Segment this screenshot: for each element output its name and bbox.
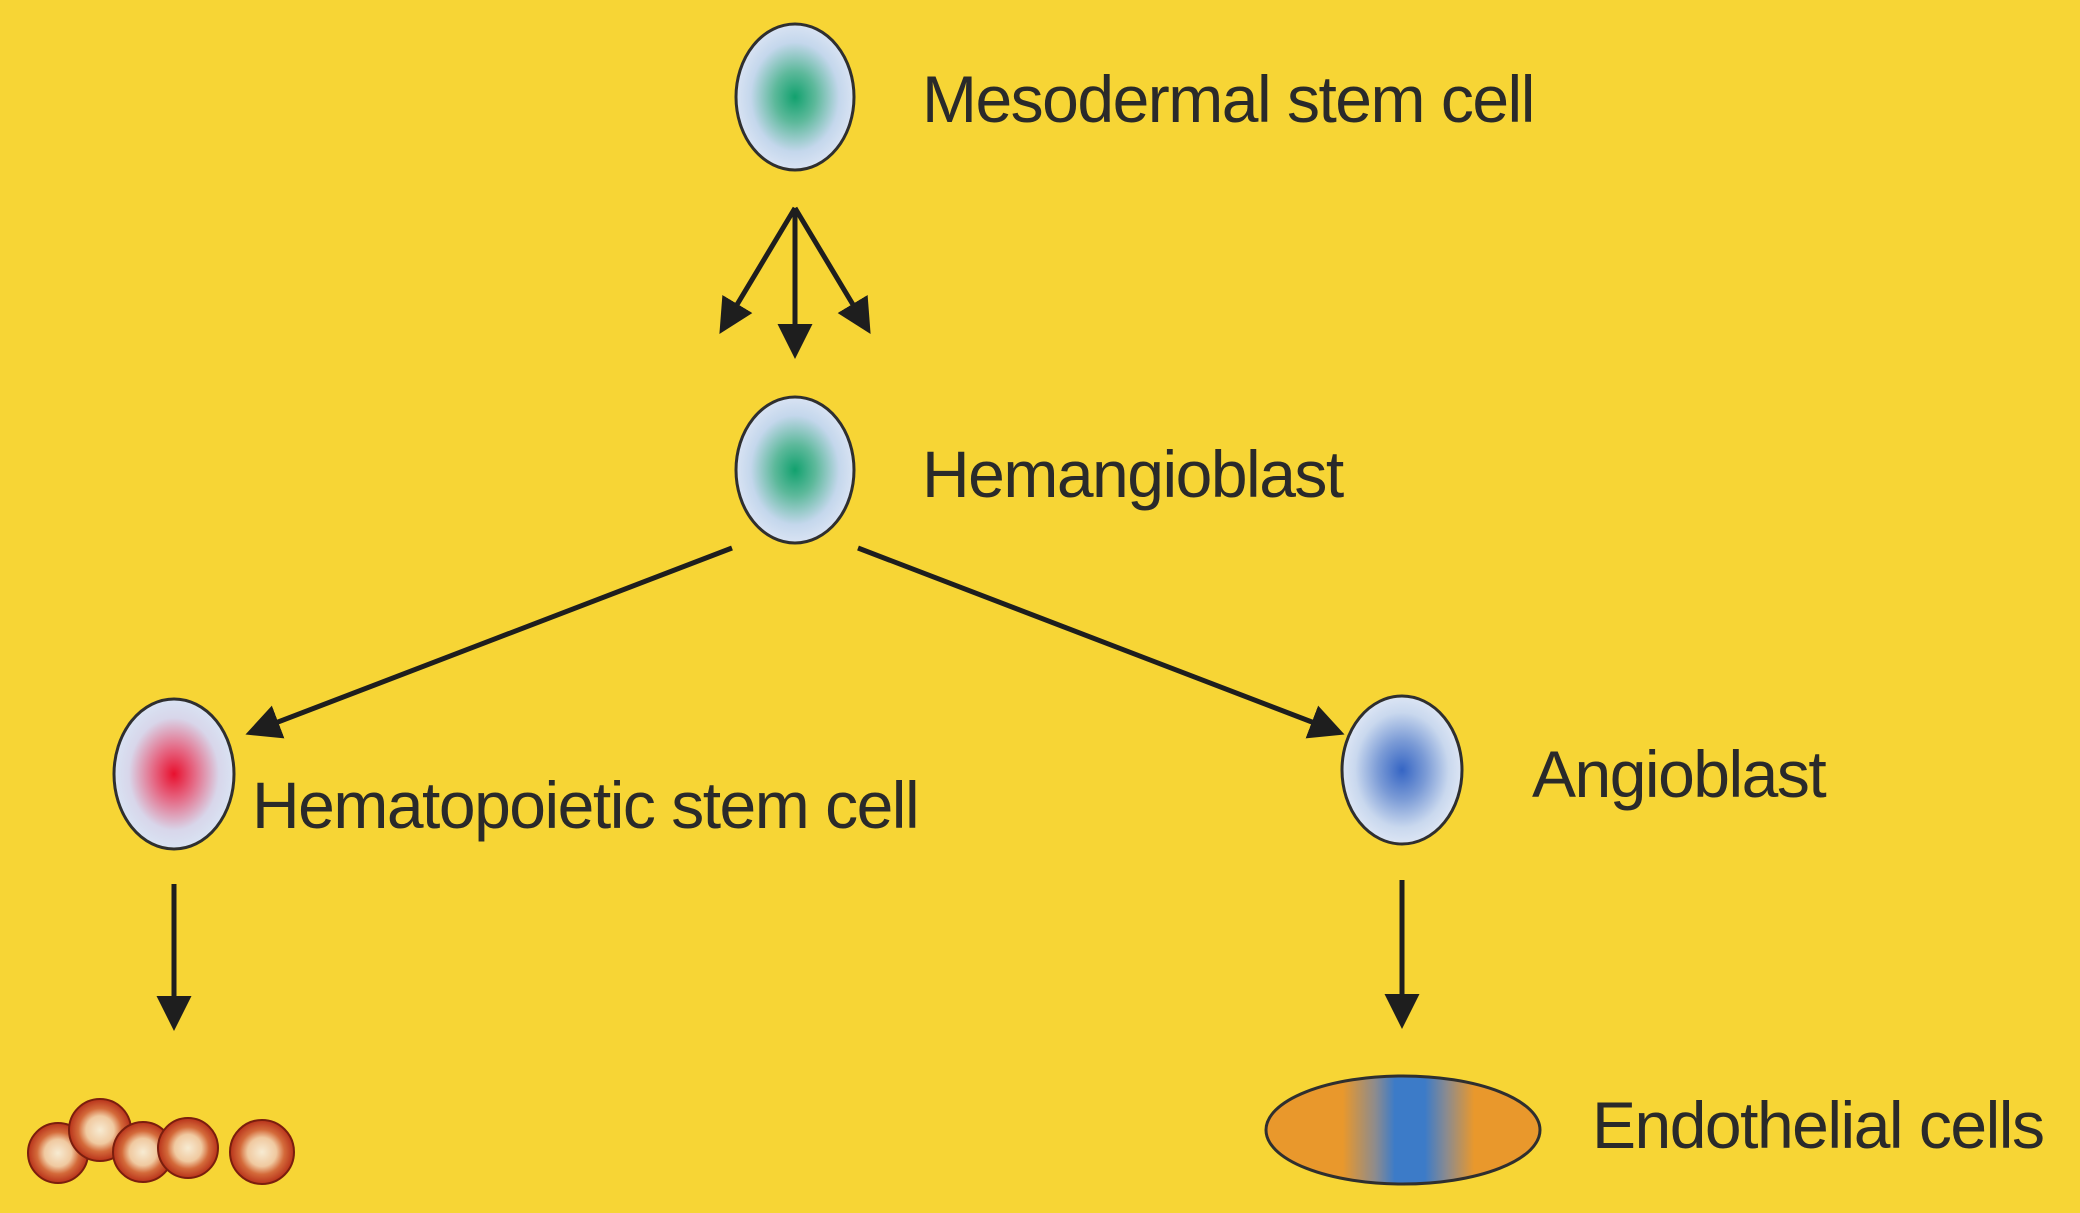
mesodermal-to-hemangioblast-arrows bbox=[719, 206, 871, 359]
hemangioblast-cell bbox=[734, 395, 856, 545]
endothelial-cells-label: Endothelial cells bbox=[1592, 1088, 2045, 1162]
blood-cell bbox=[157, 1117, 219, 1179]
hemangioblast-label: Hemangioblast bbox=[922, 437, 1344, 511]
arrow-down-left bbox=[719, 206, 798, 335]
arrow-down-right bbox=[792, 206, 871, 335]
arrow-to-angioblast bbox=[857, 545, 1345, 739]
angioblast-cell bbox=[1340, 694, 1464, 846]
hematopoietic-stem-cell-label: Hematopoietic stem cell bbox=[252, 768, 920, 842]
angioblast-label: Angioblast bbox=[1532, 737, 1827, 811]
blood-cell bbox=[229, 1119, 295, 1185]
mesodermal-stem-cell-label: Mesodermal stem cell bbox=[922, 62, 1535, 136]
blood-cells-group bbox=[27, 1098, 295, 1185]
hematopoietic-stem-cell bbox=[112, 697, 236, 851]
endothelial-cell bbox=[1264, 1074, 1542, 1186]
arrow-to-hematopoietic bbox=[245, 545, 733, 739]
mesodermal-stem-cell bbox=[734, 22, 856, 172]
